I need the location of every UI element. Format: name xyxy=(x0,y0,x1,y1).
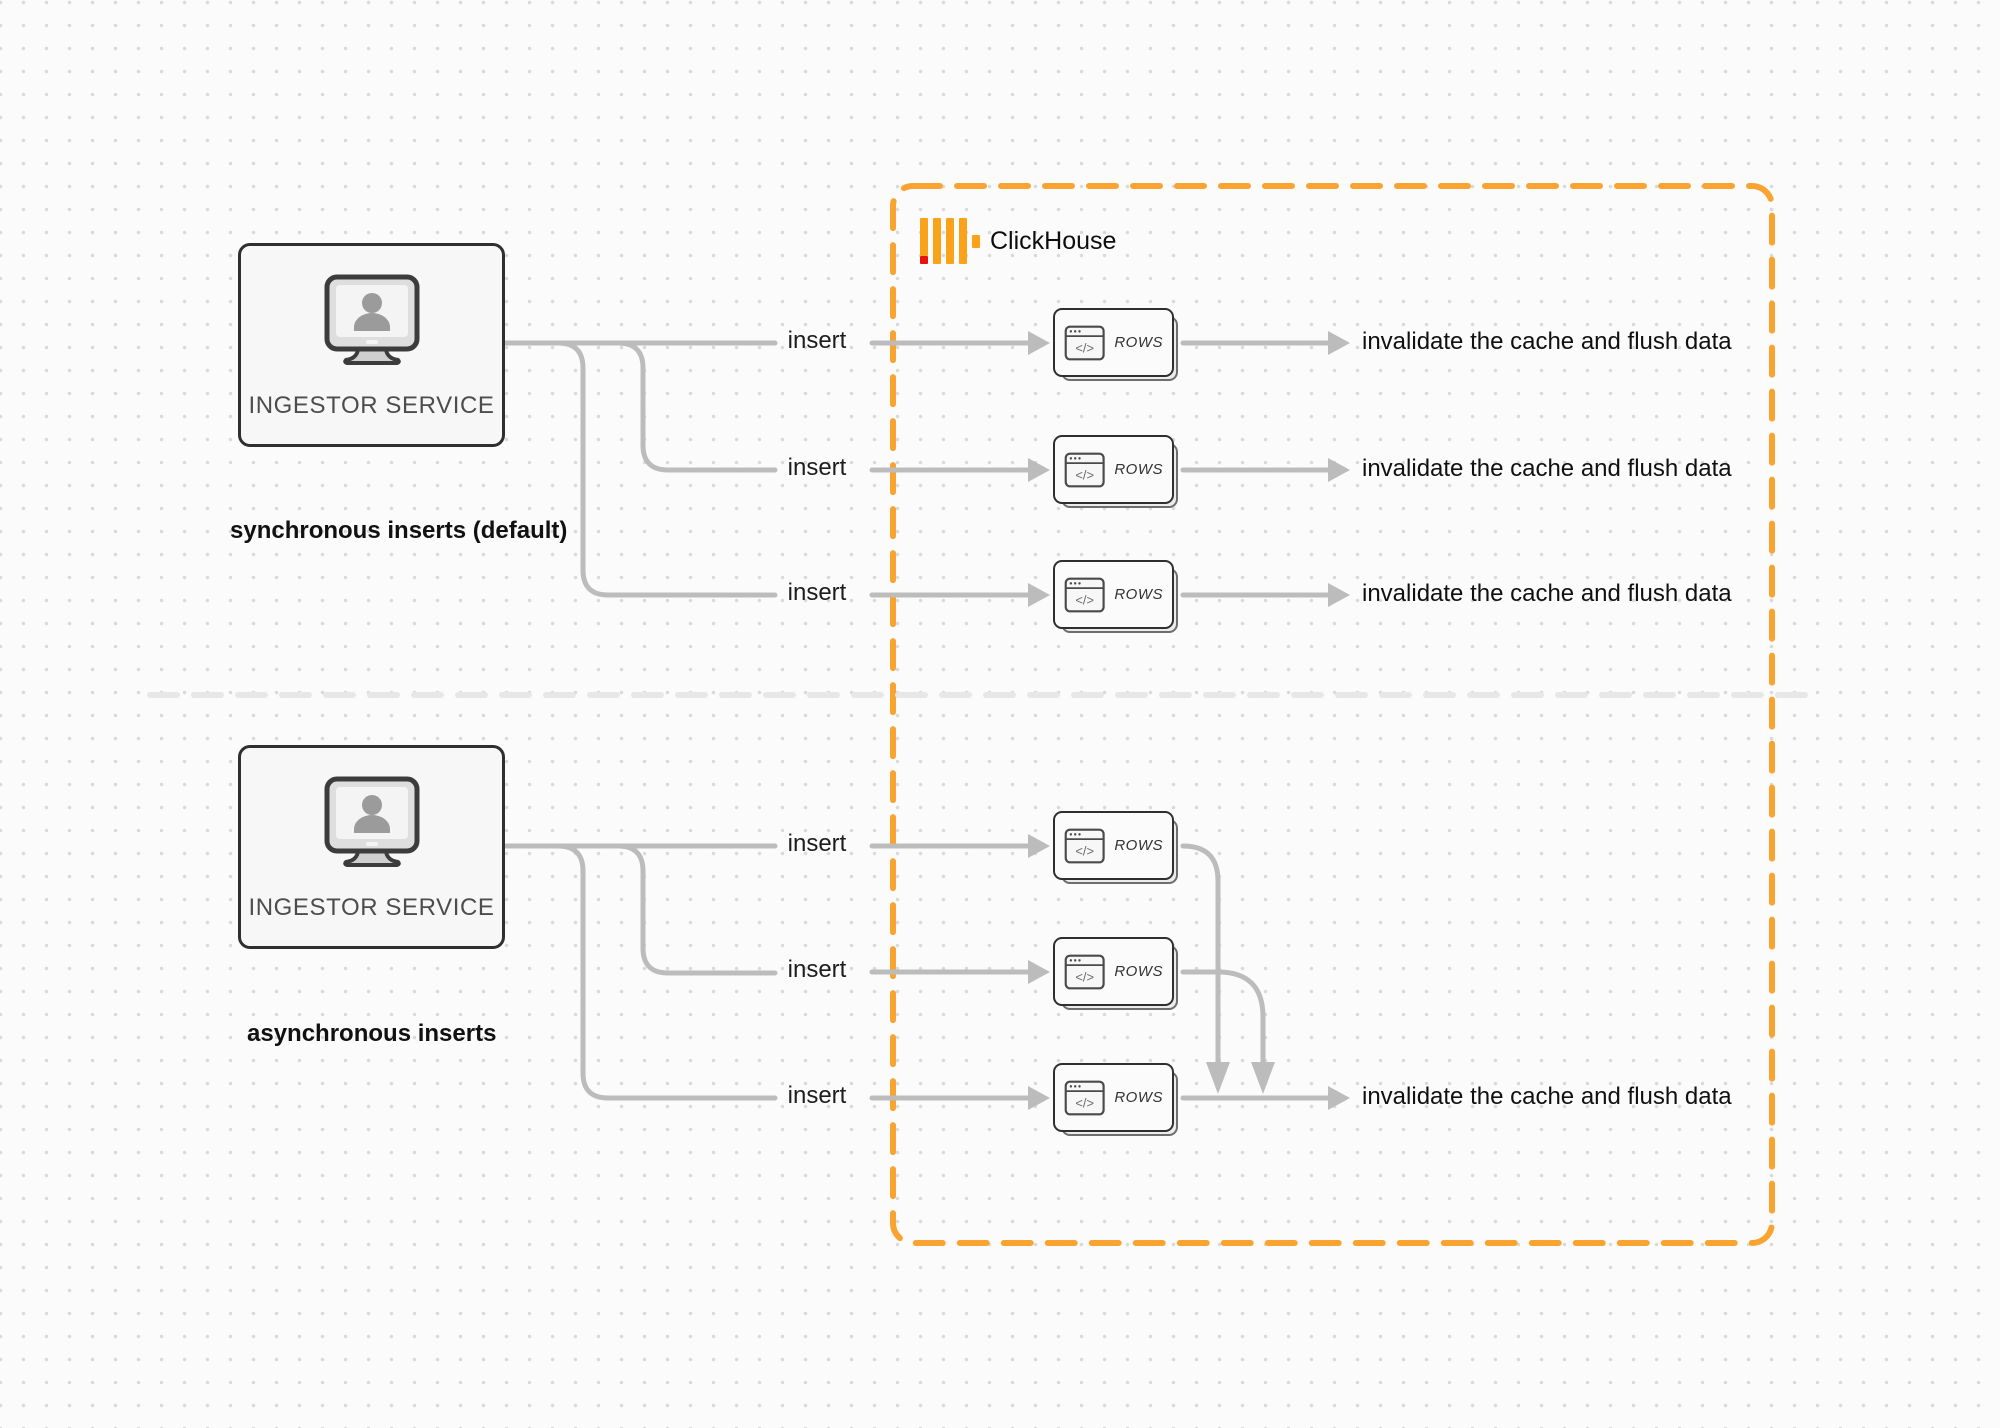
result-label: invalidate the cache and flush data xyxy=(1362,1083,1732,1110)
async-wires xyxy=(503,834,1350,1110)
rows-card: </> ROWS xyxy=(1053,1063,1182,1140)
rows-card-label: ROWS xyxy=(1114,837,1163,854)
code-window-icon: </> xyxy=(1064,954,1105,989)
clickhouse-title: ClickHouse xyxy=(990,227,1117,255)
rows-card-label: ROWS xyxy=(1114,1089,1163,1106)
code-window-icon: </> xyxy=(1064,828,1105,863)
svg-text:</>: </> xyxy=(1075,843,1094,858)
service-label: INGESTOR SERVICE xyxy=(248,894,495,921)
rows-card: </> ROWS xyxy=(1053,937,1182,1014)
insert-label: insert xyxy=(787,327,847,354)
ingestor-service-box-async: INGESTOR SERVICE xyxy=(238,745,505,949)
clickhouse-boundary xyxy=(890,183,1775,1246)
insert-label: insert xyxy=(787,830,847,857)
code-window-icon: </> xyxy=(1064,452,1105,487)
monitor-user-icon xyxy=(324,274,419,365)
rows-card-label: ROWS xyxy=(1114,963,1163,980)
insert-label: insert xyxy=(787,1082,847,1109)
rows-card: </> ROWS xyxy=(1053,308,1182,385)
code-window-icon: </> xyxy=(1064,1080,1105,1115)
result-label: invalidate the cache and flush data xyxy=(1362,328,1732,355)
insert-label: insert xyxy=(787,454,847,481)
ingestor-service-box-sync: INGESTOR SERVICE xyxy=(238,243,505,447)
svg-text:</>: </> xyxy=(1075,1095,1094,1110)
rows-card: </> ROWS xyxy=(1053,435,1182,512)
rows-card-label: ROWS xyxy=(1114,586,1163,603)
async-caption: asynchronous inserts xyxy=(247,1020,497,1047)
svg-text:</>: </> xyxy=(1075,467,1094,482)
clickhouse-red-pixel xyxy=(920,256,928,264)
rows-card-label: ROWS xyxy=(1114,334,1163,351)
clickhouse-bars-icon xyxy=(920,218,980,264)
code-window-icon: </> xyxy=(1064,577,1105,612)
result-label: invalidate the cache and flush data xyxy=(1362,455,1732,482)
monitor-user-icon xyxy=(324,776,419,867)
insert-label: insert xyxy=(787,956,847,983)
svg-text:</>: </> xyxy=(1075,592,1094,607)
sync-caption: synchronous inserts (default) xyxy=(230,517,568,544)
svg-text:</>: </> xyxy=(1075,340,1094,355)
rows-card: </> ROWS xyxy=(1053,811,1182,888)
sync-wires xyxy=(503,331,1350,607)
rows-card-label: ROWS xyxy=(1114,461,1163,478)
result-label: invalidate the cache and flush data xyxy=(1362,580,1732,607)
rows-card: </> ROWS xyxy=(1053,560,1182,637)
service-label: INGESTOR SERVICE xyxy=(248,392,495,419)
svg-text:</>: </> xyxy=(1075,969,1094,984)
insert-label: insert xyxy=(787,579,847,606)
code-window-icon: </> xyxy=(1064,325,1105,360)
